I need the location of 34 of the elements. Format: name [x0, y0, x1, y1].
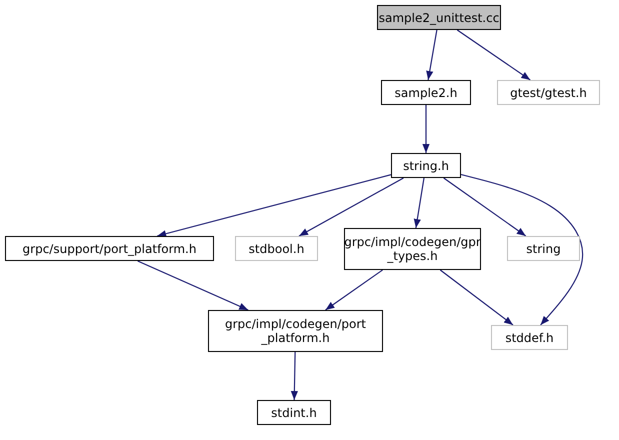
- file-name: sample2_unittest.cc: [378, 10, 500, 24]
- file-name: grpc/support/port_platform.h: [22, 242, 196, 256]
- file-name: string: [526, 242, 561, 256]
- file-name: stdbool.h: [248, 242, 304, 256]
- include-arrow: [440, 270, 514, 326]
- file-name: grpc/impl/codegen/port _platform.h: [224, 317, 367, 345]
- include-arrow: [426, 30, 438, 80]
- include-arrow: [157, 174, 392, 238]
- include-arrow: [290, 352, 298, 400]
- include-arrow: [422, 105, 430, 153]
- include-arrow: [456, 30, 531, 80]
- file-box: [257, 400, 331, 425]
- file-name: stddef.h: [505, 330, 554, 344]
- include-arrow: [443, 178, 526, 236]
- file-box: [208, 310, 383, 352]
- file-name: string.h: [403, 158, 449, 172]
- include-arrow: [414, 178, 425, 228]
- file-box: [344, 228, 481, 270]
- external-file-box: [235, 236, 318, 261]
- current-file-box: [377, 5, 501, 30]
- include-arrow: [460, 174, 584, 326]
- file-name: sample2.h: [394, 86, 458, 100]
- include-arrow: [298, 178, 404, 236]
- external-file-box: [491, 325, 568, 350]
- file-box: [391, 153, 461, 178]
- file-name: gtest/gtest.h: [510, 86, 587, 100]
- external-file-box: [497, 80, 600, 105]
- file-box: [381, 80, 471, 105]
- include-arrow: [137, 260, 248, 310]
- file-name: stdint.h: [271, 406, 317, 420]
- file-box: [5, 236, 214, 261]
- external-file-box: [507, 236, 580, 261]
- file-name: grpc/impl/codegen/gpr _types.h: [344, 235, 481, 263]
- include-arrow: [325, 270, 383, 310]
